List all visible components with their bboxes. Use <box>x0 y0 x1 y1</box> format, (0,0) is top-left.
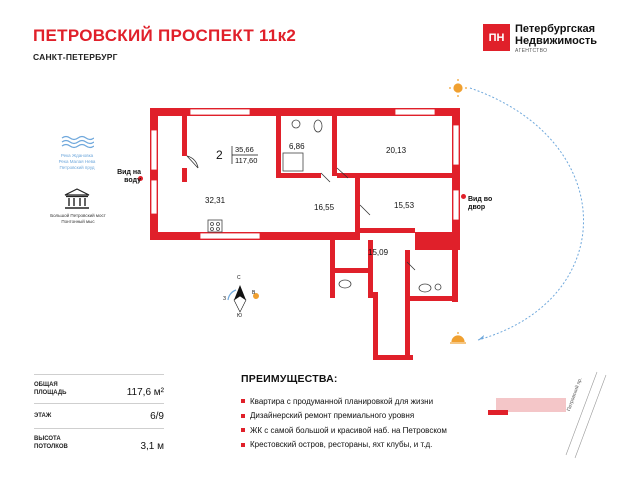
waves-icon <box>61 135 94 149</box>
bullet-icon <box>241 413 245 418</box>
plan-windows <box>150 108 460 240</box>
advantage-text: Квартира с продуманной планировкой для ж… <box>250 396 434 406</box>
compass-e: В <box>252 290 256 296</box>
stat-label: ВЫСОТА <box>34 436 61 442</box>
room-area-bedroom-2: 15,53 <box>394 201 415 210</box>
agency-logo: ПН Петербургская Недвижимость АГЕНТСТВО <box>483 23 597 55</box>
door-swings <box>186 155 416 271</box>
stat-value: 3,1 м <box>140 441 164 452</box>
stat-label: ПОТОЛКОВ <box>34 443 68 450</box>
bullet-icon <box>241 442 245 447</box>
stat-label: ПЛОЩАДЬ <box>34 389 67 396</box>
room-area-bedroom-1: 20,13 <box>386 146 407 155</box>
classical-building-icon <box>64 188 90 209</box>
compass-s: Ю <box>237 313 243 319</box>
landmark-line: Понтонный мыс <box>61 218 95 224</box>
advantage-text: Дизайнерский ремонт премиального уровня <box>250 411 415 421</box>
sun-path <box>469 87 584 341</box>
rooms-count: 2 <box>216 148 223 162</box>
advantages-title: ПРЕИМУЩЕСТВА: <box>241 373 338 385</box>
advantages-list: Квартира с продуманной планировкой для ж… <box>241 394 447 452</box>
plan-fixtures <box>207 119 442 293</box>
landmark-line: Большой Петровский мост <box>50 213 106 218</box>
compass-w: З <box>223 296 227 302</box>
bullet-icon <box>241 399 245 404</box>
room-area-corridor: 15,09 <box>368 248 389 257</box>
advantage-item: Дизайнерский ремонт премиального уровня <box>241 409 447 424</box>
stat-value: 117,6 м² <box>126 387 164 398</box>
room-area-hall: 16,55 <box>314 203 335 212</box>
advantage-text: ЖК с самой большой и красивой наб. на Пе… <box>250 425 447 435</box>
compass-icon <box>227 285 259 313</box>
logo-line-1: Петербургская <box>515 23 596 35</box>
landmark-line: Река Ждановка <box>60 153 94 158</box>
compass-n: С <box>237 275 241 281</box>
advantage-item: ЖК с самой большой и красивой наб. на Пе… <box>241 423 447 438</box>
page-title: ПЕТРОВСКИЙ ПРОСПЕКТ 11к2 <box>33 26 297 45</box>
sunset-icon <box>450 332 466 344</box>
advantage-text: Крестовский остров, рестораны, яхт клубы… <box>250 440 433 450</box>
total-area: 117,60 <box>235 156 258 165</box>
building-landmarks: Большой Петровский мост Понтонный мыс <box>42 213 114 225</box>
stat-ceiling: ВЫСОТА ПОТОЛКОВ 3,1 м <box>34 428 164 455</box>
water-landmarks: Река Ждановка Река Малая Нева Петровский… <box>45 153 109 171</box>
stat-total-area: ОБЩАЯ ПЛОЩАДЬ 117,6 м² <box>34 374 164 403</box>
sun-icon <box>449 79 467 97</box>
logo-line-3: АГЕНТСТВО <box>515 48 548 55</box>
room-area-bath: 6,86 <box>289 142 305 151</box>
view-water-label: Вид на воду <box>117 169 141 184</box>
bullet-icon <box>241 428 245 433</box>
area-box <box>231 146 258 164</box>
apartment-stats: ОБЩАЯ ПЛОЩАДЬ 117,6 м² ЭТАЖ 6/9 ВЫСОТА П… <box>34 374 164 455</box>
view-yard-pin <box>461 194 466 199</box>
landmark-line: Река Малая Нева <box>58 158 96 164</box>
advantage-item: Крестовский остров, рестораны, яхт клубы… <box>241 438 447 453</box>
landmark-line: Петровский пруд <box>59 164 95 170</box>
agency-logo-icon: ПН <box>483 24 510 51</box>
room-area-living: 32,31 <box>205 196 226 205</box>
stat-value: 6/9 <box>150 411 164 422</box>
stat-label: ЭТАЖ <box>34 413 52 419</box>
stat-floor: ЭТАЖ 6/9 <box>34 403 164 428</box>
city-label: САНКТ-ПЕТЕРБУРГ <box>33 52 118 62</box>
view-yard-label: Вид во двор <box>468 196 493 211</box>
stat-label: ОБЩАЯ <box>34 382 58 388</box>
view-water-pin <box>138 176 143 181</box>
living-area: 35,66 <box>235 145 254 154</box>
logo-line-2: Недвижимость <box>515 34 597 47</box>
advantage-item: Квартира с продуманной планировкой для ж… <box>241 394 447 409</box>
